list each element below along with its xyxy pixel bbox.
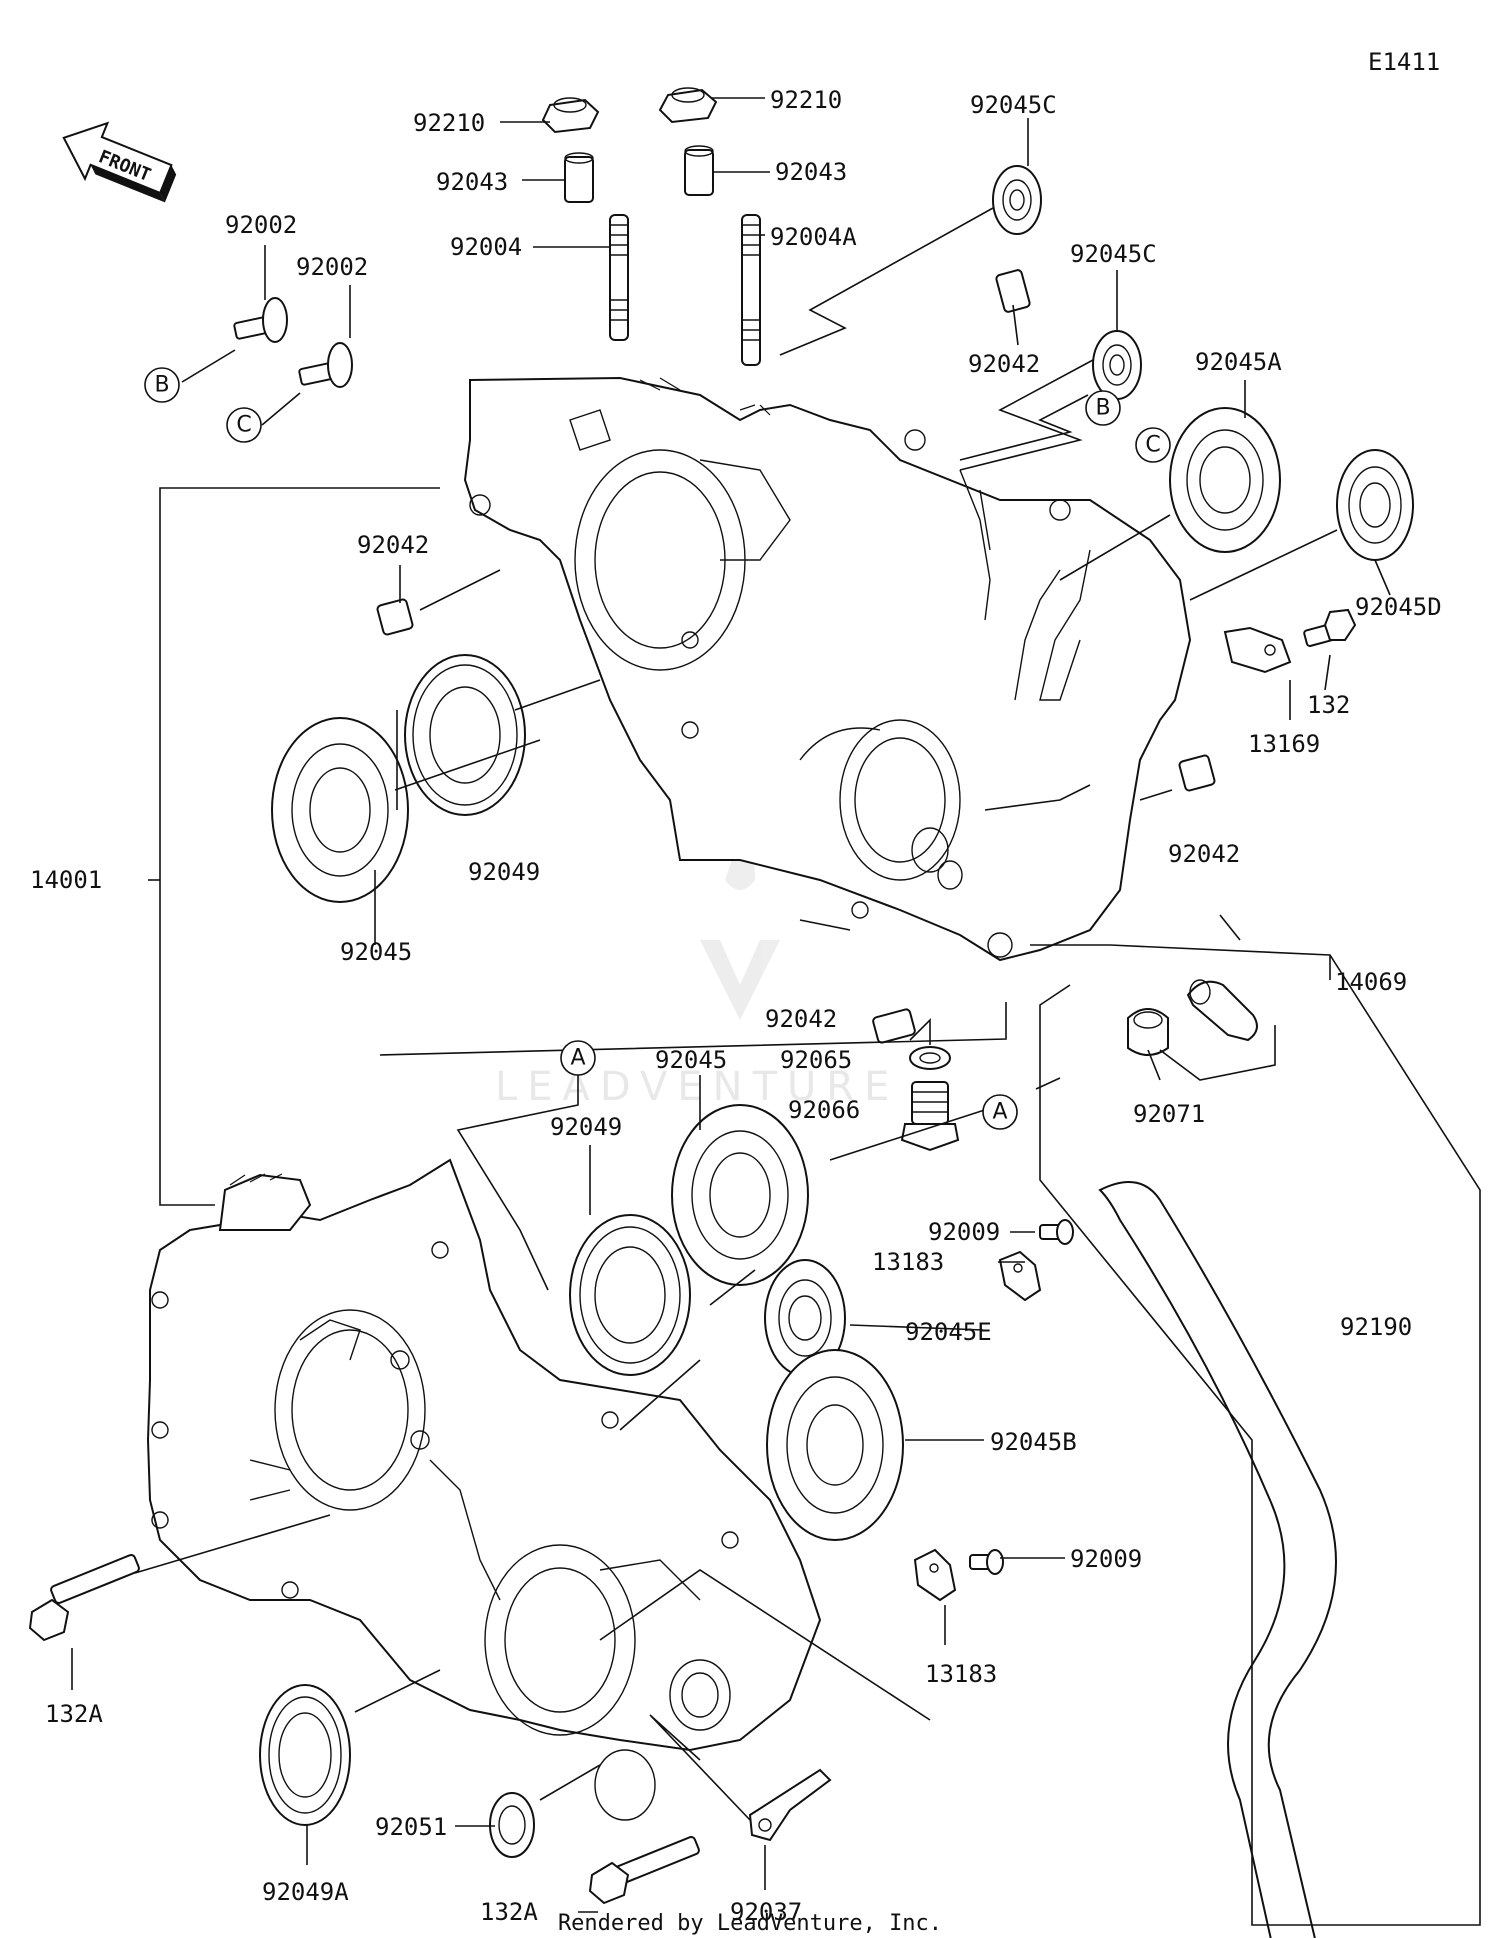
callout-92210: 92210 (770, 86, 842, 114)
callout-132a: 132A (480, 1898, 538, 1926)
dowel-92043-right (684, 145, 714, 196)
svg-text:A: A (992, 1100, 1007, 1125)
callout-labels: 92210 92210 92043 92043 92004 92004A 920… (30, 86, 1442, 1926)
nut-92210-right (658, 87, 718, 124)
right-crankcase-half (463, 376, 1192, 962)
callout-92002: 92002 (296, 253, 368, 281)
bearing-92045b (766, 1349, 904, 1541)
callout-92009: 92009 (1070, 1545, 1142, 1573)
dowel-92042-center (872, 1008, 916, 1044)
callout-92004a: 92004A (770, 223, 857, 251)
seal-92049a (259, 1684, 351, 1826)
callout-92002: 92002 (225, 211, 297, 239)
hose-92190 (1098, 1181, 1337, 1938)
bolt-132a-left (28, 1554, 140, 1642)
callout-92045d: 92045D (1355, 593, 1442, 621)
callout-132: 132 (1307, 691, 1350, 719)
callout-92051: 92051 (375, 1813, 447, 1841)
ref-marker-a: A (560, 1040, 596, 1076)
drain-plug-92066 (900, 1081, 960, 1152)
bearing-92045d (1336, 449, 1414, 561)
ref-marker-b: B (144, 367, 180, 403)
callout-92045c: 92045C (1070, 240, 1157, 268)
bearing-92045c-upper (992, 165, 1042, 235)
callout-92049: 92049 (550, 1113, 622, 1141)
dowel-92042-right (1178, 754, 1216, 792)
svg-text:C: C (236, 413, 251, 438)
callout-13183: 13183 (925, 1660, 997, 1688)
dowel-92042-top (995, 269, 1031, 313)
callout-92045: 92045 (655, 1046, 727, 1074)
ref-marker-a: A (982, 1094, 1018, 1130)
seal-92051 (489, 1792, 535, 1858)
svg-text:C: C (1145, 433, 1160, 458)
callout-14069: 14069 (1335, 968, 1407, 996)
bearing-92045-lower (671, 1104, 809, 1286)
callout-92045: 92045 (340, 938, 412, 966)
callout-92004: 92004 (450, 233, 522, 261)
callout-92049: 92049 (468, 858, 540, 886)
svg-text:B: B (154, 373, 169, 398)
stud-92004 (609, 214, 629, 341)
callout-92066: 92066 (788, 1096, 860, 1124)
svg-text:A: A (570, 1046, 585, 1071)
seal-92049-upper (404, 654, 526, 816)
guide-92037 (748, 1768, 832, 1842)
callout-92045c: 92045C (970, 91, 1057, 119)
nut-92210-left (541, 97, 600, 134)
bearing-92045-left (271, 717, 409, 903)
callout-92045b: 92045B (990, 1428, 1077, 1456)
callout-92049a: 92049A (262, 1878, 349, 1906)
callout-92042: 92042 (968, 350, 1040, 378)
screw-92009-lower (969, 1549, 1004, 1575)
callout-132a: 132A (45, 1700, 103, 1728)
callout-92009: 92009 (928, 1218, 1000, 1246)
plate-13169 (1223, 626, 1292, 674)
stud-92004a (741, 214, 761, 366)
callout-92043: 92043 (775, 158, 847, 186)
dowel-92043-left (564, 152, 594, 203)
reference-markers: B C B C A A (144, 367, 1171, 1130)
callout-92065: 92065 (780, 1046, 852, 1074)
washer-92065 (909, 1046, 951, 1070)
bolt-132 (1303, 608, 1357, 647)
elbow-fitting (1186, 979, 1258, 1042)
callout-92071: 92071 (1133, 1100, 1205, 1128)
callout-13183: 13183 (872, 1248, 944, 1276)
dowel-92042-left (376, 598, 414, 636)
diagram-code: E1411 (1368, 48, 1440, 76)
bolt-92002-lower (298, 342, 353, 388)
bolt-92002-upper (233, 297, 288, 343)
plate-13183-upper (998, 1250, 1042, 1302)
callout-92037: 92037 (730, 1898, 802, 1926)
callout-92210: 92210 (413, 109, 485, 137)
render-credit: Rendered by LeadVenture, Inc. (558, 1911, 942, 1936)
callout-92042: 92042 (1168, 840, 1240, 868)
callout-13169: 13169 (1248, 730, 1320, 758)
bearing-92045c-lower (1092, 330, 1142, 400)
callout-92045e: 92045E (905, 1318, 992, 1346)
callout-92045a: 92045A (1195, 348, 1282, 376)
callout-92190: 92190 (1340, 1313, 1412, 1341)
ref-marker-b: B (1085, 390, 1121, 426)
watermark-text: LEADVENTURE (495, 1064, 899, 1110)
callout-92042: 92042 (765, 1005, 837, 1033)
front-direction-arrow: FRONT (62, 121, 177, 203)
seal-92049-lower (569, 1214, 691, 1376)
bearing-92045a (1169, 407, 1281, 553)
left-crankcase-half (146, 1158, 822, 1821)
svg-text:B: B (1095, 396, 1110, 421)
bearing-92045e (764, 1259, 846, 1377)
grommet-92071 (1127, 1008, 1169, 1056)
bolt-132a-bottom (588, 1836, 700, 1905)
plate-13183-lower (913, 1548, 957, 1602)
callout-92043: 92043 (436, 168, 508, 196)
ref-marker-c: C (226, 407, 262, 443)
ref-marker-c: C (1135, 427, 1171, 463)
callout-92042: 92042 (357, 531, 429, 559)
screw-92009-upper (1039, 1219, 1074, 1245)
callout-14001: 14001 (30, 866, 102, 894)
